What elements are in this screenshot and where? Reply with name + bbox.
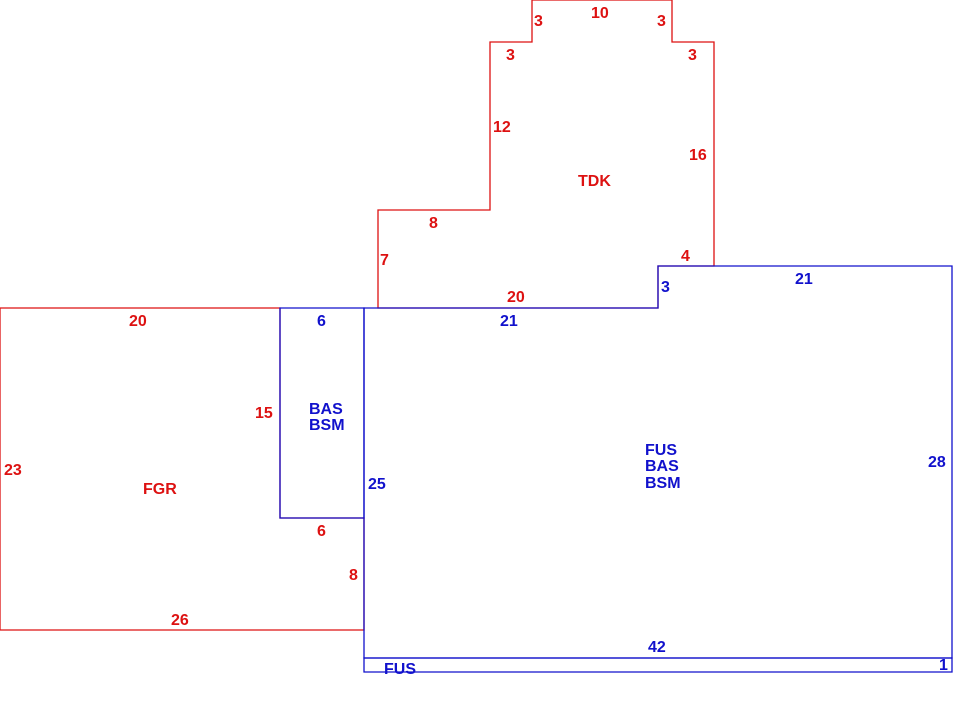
dim-fus-bottom: 42 (648, 639, 666, 656)
dim-tdk-step-8: 8 (429, 215, 438, 232)
dim-tdk-top-right-step: 3 (657, 13, 666, 30)
dim-fus-left: 25 (368, 476, 386, 493)
dim-fus-step: 3 (661, 279, 670, 296)
fus-strip-label: FUS (384, 661, 416, 678)
bas-area-label: BAS (309, 401, 343, 418)
dim-tdk-bottom-step: 4 (681, 248, 690, 265)
dim-tdk-right-step: 3 (688, 47, 697, 64)
dim-bas-top: 6 (317, 313, 326, 330)
fus-bas-area-label: BAS (645, 458, 679, 475)
dim-fgr-bottom: 26 (171, 612, 189, 629)
dim-tdk-left-step: 3 (506, 47, 515, 64)
bas-outline (279, 307, 365, 519)
dim-tdk-top-left-step: 3 (534, 13, 543, 30)
dim-fgr-left: 23 (4, 462, 22, 479)
dim-fgr-inner-right: 15 (255, 405, 273, 422)
dim-fgr-right-lower: 8 (349, 567, 358, 584)
dim-tdk-left-upper: 12 (493, 119, 511, 136)
fus-area-label: FUS (645, 442, 677, 459)
dim-tdk-right: 16 (689, 147, 707, 164)
dim-tdk-left-lower: 7 (380, 252, 389, 269)
fus-strip-outline (363, 657, 953, 673)
fus-bsm-area-label: BSM (645, 475, 681, 492)
bsm-area-label: BSM (309, 417, 345, 434)
dim-fus-top-left: 21 (500, 313, 518, 330)
fgr-outline (0, 307, 365, 631)
dim-tdk-top: 10 (591, 5, 609, 22)
dim-tdk-bottom: 20 (507, 289, 525, 306)
tdk-outline (377, 0, 715, 309)
dim-fus-strip-end: 1 (939, 657, 948, 674)
dim-fus-top: 21 (795, 271, 813, 288)
tdk-area-label: TDK (578, 173, 611, 190)
fgr-area-label: FGR (143, 481, 177, 498)
dim-fgr-top: 20 (129, 313, 147, 330)
dim-fus-right: 28 (928, 454, 946, 471)
dim-fgr-inner-bottom: 6 (317, 523, 326, 540)
